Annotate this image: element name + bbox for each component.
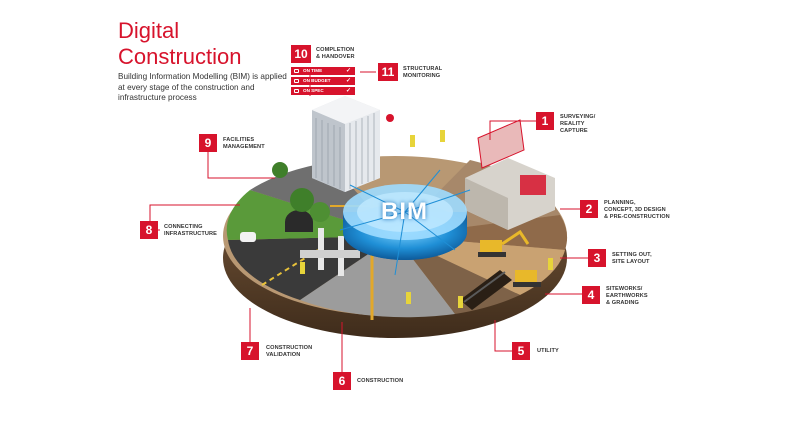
- utility-trench: [460, 270, 512, 310]
- planning-office: [465, 158, 555, 230]
- worker-icons: [300, 130, 553, 308]
- check-icon: ✓: [345, 78, 351, 84]
- title-line-2: Construction: [118, 44, 242, 69]
- page-subtitle: Building Information Modelling (BIM) is …: [118, 72, 287, 102]
- stage-label-5: UTILITY: [537, 348, 559, 354]
- survey-scan-wall: [477, 119, 525, 169]
- stage-label-4: SITEWORKS/ EARTHWORKS & GRADING: [606, 286, 648, 306]
- status-pills: ON TIME ✓ ON BUDGET ✓ ON SPEC ✓: [291, 67, 355, 97]
- segment-planning: [395, 215, 568, 250]
- stage-label-10: COMPLETION & HANDOVER: [316, 47, 355, 60]
- clock-icon: [294, 69, 299, 73]
- stage-badge-4: 4: [582, 286, 600, 304]
- stage-label-1: SURVEYING/ REALITY CAPTURE: [560, 114, 596, 134]
- office-tower: [312, 96, 380, 192]
- stage-badge-6: 6: [333, 372, 351, 390]
- stage-badge-3: 3: [588, 249, 606, 267]
- tree-icon: [290, 188, 314, 212]
- stage-badge-1: 1: [536, 112, 554, 130]
- stage-badge-5: 5: [512, 342, 530, 360]
- page-title: Digital Construction: [118, 18, 242, 70]
- stage-label-8: CONNECTING INFRASTRUCTURE: [164, 224, 217, 237]
- stage-label-6: CONSTRUCTION: [357, 378, 404, 384]
- status-pill-on-time: ON TIME ✓: [291, 67, 355, 75]
- bim-data-links: [339, 169, 471, 276]
- status-pill-on-budget: ON BUDGET ✓: [291, 77, 355, 85]
- excavator-icon: [478, 229, 541, 287]
- stage-label-2: PLANNING, CONCEPT, 3D DESIGN & PRE-CONST…: [604, 200, 670, 220]
- money-icon: [294, 79, 299, 83]
- check-icon: ✓: [345, 88, 351, 94]
- car-icon: [240, 232, 256, 242]
- bim-hub-label: BIM: [381, 198, 428, 225]
- title-line-1: Digital: [118, 18, 180, 43]
- document-icon: [294, 89, 299, 93]
- stage-label-3: SETTING OUT, SITE LAYOUT: [612, 252, 652, 265]
- check-icon: ✓: [345, 68, 351, 74]
- drone-icon: [386, 114, 394, 122]
- stage-label-9: FACILITIES MANAGEMENT: [223, 137, 265, 150]
- stage-badge-7: 7: [241, 342, 259, 360]
- status-pill-on-spec: ON SPEC ✓: [291, 87, 355, 95]
- segment-construction: [300, 236, 455, 318]
- stage-badge-10: 10: [291, 45, 311, 63]
- stage-label-7: CONSTRUCTION VALIDATION: [266, 345, 313, 358]
- stage-label-11: STRUCTURAL MONITORING: [403, 66, 443, 79]
- stage-badge-8: 8: [140, 221, 158, 239]
- stage-badge-2: 2: [580, 200, 598, 218]
- stage-badge-9: 9: [199, 134, 217, 152]
- stage-badge-11: 11: [378, 63, 398, 81]
